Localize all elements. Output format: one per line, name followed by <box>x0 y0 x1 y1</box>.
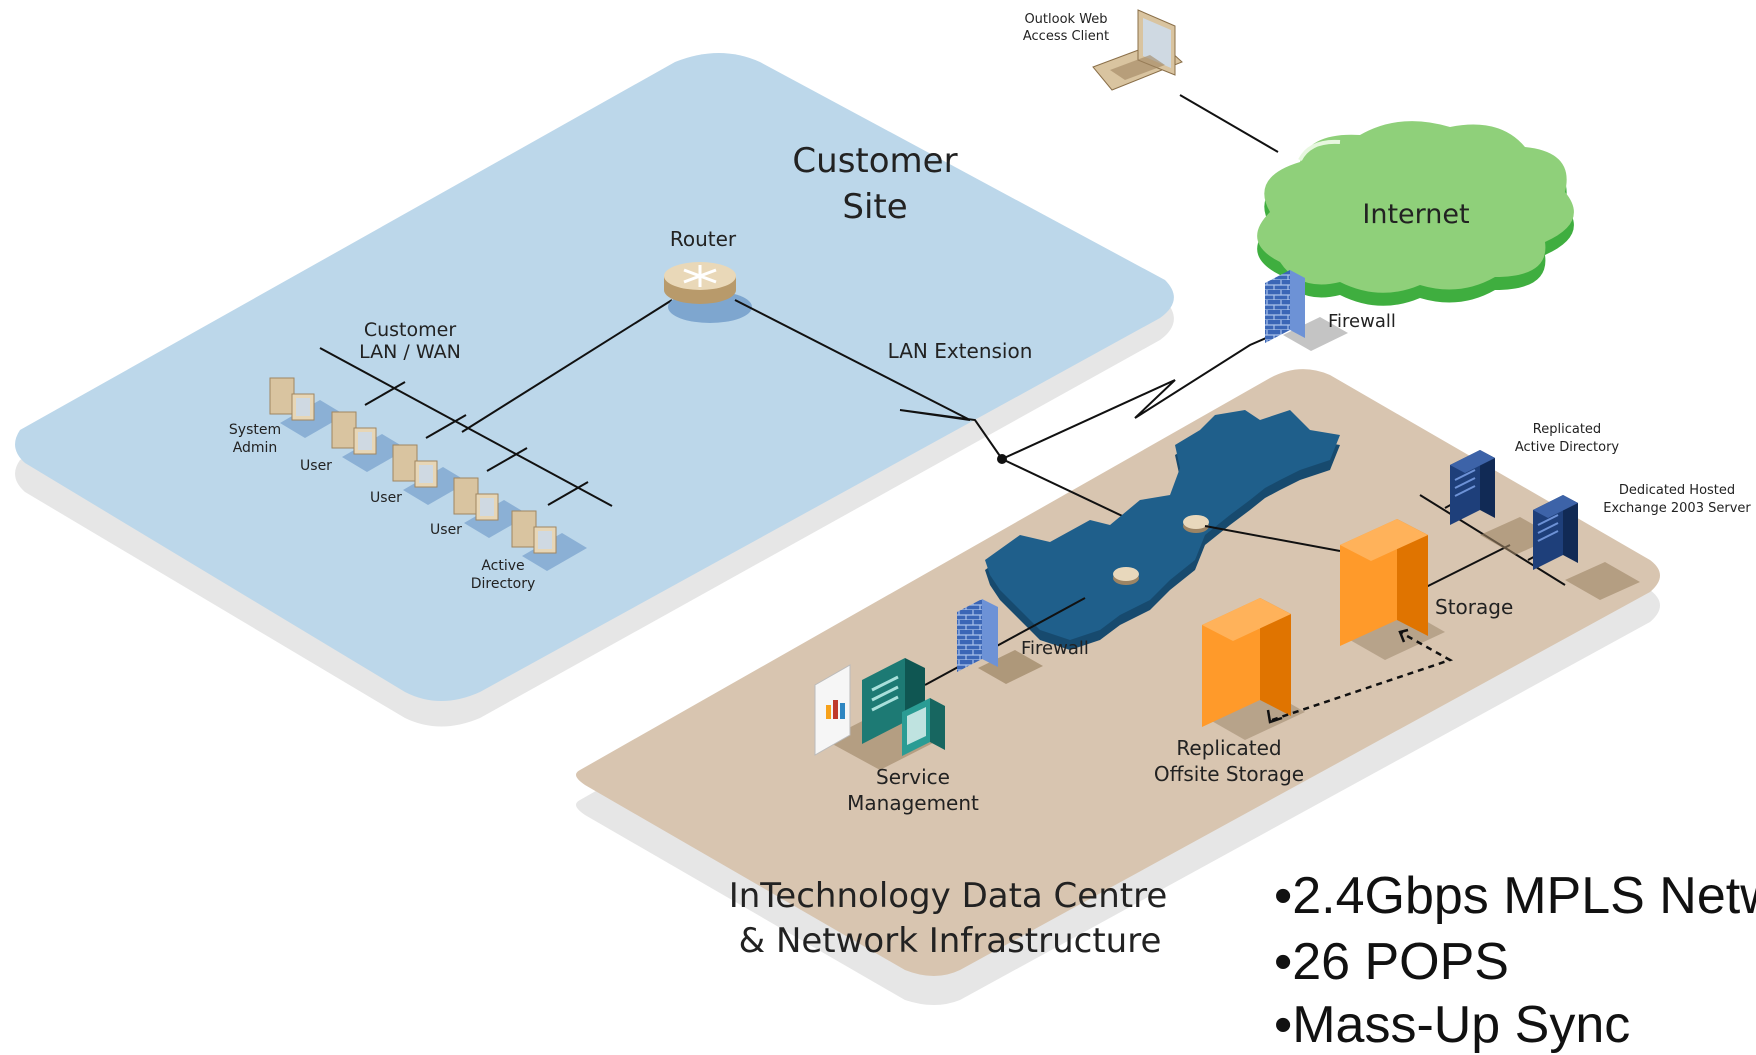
svg-text:Firewall: Firewall <box>1328 311 1396 332</box>
internet-cloud-icon: Internet <box>1257 121 1574 306</box>
user-computer-2 <box>392 444 468 505</box>
svg-text:Replicated: Replicated <box>1533 422 1601 437</box>
user-computer-1 <box>331 411 407 472</box>
svg-text:Firewall: Firewall <box>1021 638 1089 659</box>
exchange-server-icon <box>1533 495 1640 600</box>
svg-text:Customer: Customer <box>364 319 456 341</box>
datacentre-title: InTechnology Data Centre & Network Infra… <box>729 876 1168 961</box>
svg-text:Service: Service <box>876 765 950 789</box>
svg-text:Admin: Admin <box>233 440 278 456</box>
svg-text:Outlook Web: Outlook Web <box>1024 12 1107 27</box>
firewall-top-icon: Firewall <box>1265 270 1396 351</box>
customer-site-platform <box>15 53 1174 727</box>
lan-extension-link <box>734 299 1281 523</box>
svg-text:LAN / WAN: LAN / WAN <box>359 341 461 363</box>
customer-labels: Customer LAN / WAN System Admin User Use… <box>229 319 535 592</box>
bullet-network: •2.4Gbps MPLS Netw <box>1274 867 1756 925</box>
svg-text:Storage: Storage <box>1435 595 1513 619</box>
svg-text:& Network Infrastructure: & Network Infrastructure <box>739 921 1162 961</box>
svg-text:Access Client: Access Client <box>1023 29 1109 44</box>
exchange-server-label: Dedicated Hosted Exchange 2003 Server <box>1603 483 1751 516</box>
laptop-icon <box>1092 9 1279 153</box>
owa-label: Outlook Web Access Client <box>1023 12 1109 44</box>
firewall-bottom-icon: Firewall <box>957 599 1089 684</box>
replicated-ad-label: Replicated Active Directory <box>1515 422 1620 455</box>
svg-text:Exchange 2003 Server: Exchange 2003 Server <box>1603 501 1751 516</box>
router: Router <box>461 227 752 433</box>
svg-text:Router: Router <box>670 227 737 251</box>
bullet-pops: •26 POPS <box>1274 933 1509 991</box>
svg-text:User: User <box>430 522 462 538</box>
svg-text:Site: Site <box>842 187 907 227</box>
active-directory-computer <box>511 510 587 571</box>
internet-label: Internet <box>1362 199 1469 230</box>
uk-map-icon <box>985 410 1340 650</box>
bullet-sync: •Mass-Up Sync <box>1274 996 1631 1054</box>
storage-icon: Storage <box>1340 519 1513 660</box>
user-computer-3 <box>453 477 529 538</box>
svg-text:User: User <box>370 490 402 506</box>
customer-workstations <box>269 377 587 571</box>
lan-bus <box>319 347 613 507</box>
svg-text:InTechnology Data Centre: InTechnology Data Centre <box>729 876 1168 916</box>
replicated-storage-label: Replicated Offsite Storage <box>1154 736 1304 786</box>
svg-text:Active Directory: Active Directory <box>1515 440 1620 455</box>
svg-text:User: User <box>300 458 332 474</box>
svg-text:Offsite Storage: Offsite Storage <box>1154 762 1304 786</box>
lan-extension-label: LAN Extension <box>888 339 1033 363</box>
network-diagram: Customer Site <box>15 9 1751 1005</box>
customer-site-label: Customer Site <box>792 141 957 227</box>
svg-text:Replicated: Replicated <box>1176 736 1281 760</box>
replication-arrow <box>1266 628 1454 724</box>
service-management-icon <box>814 658 945 770</box>
svg-text:Dedicated Hosted: Dedicated Hosted <box>1619 483 1735 498</box>
svg-text:System: System <box>229 422 281 438</box>
svg-text:Management: Management <box>847 791 979 815</box>
replicated-storage-icon <box>1202 598 1305 740</box>
svg-text:Active: Active <box>481 558 524 574</box>
svg-text:Directory: Directory <box>471 576 536 592</box>
service-management-label: Service Management <box>847 765 979 815</box>
svg-text:Customer: Customer <box>792 141 957 181</box>
system-admin-computer <box>269 377 345 438</box>
